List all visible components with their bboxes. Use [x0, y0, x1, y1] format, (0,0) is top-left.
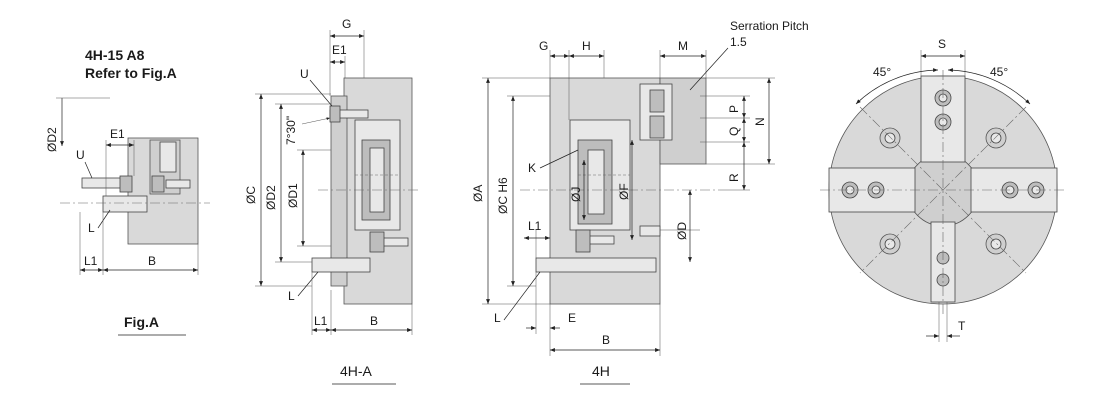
front-t-label: T — [958, 319, 966, 333]
serration-pitch-title: Serration Pitch — [730, 19, 809, 33]
fig-4h-b-label: B — [602, 333, 610, 347]
fig-4h-e-label: E — [568, 311, 576, 325]
fig-a-title-line1: 4H-15 A8 — [85, 47, 145, 63]
fig-a-caption: Fig.A — [124, 314, 159, 330]
fig-a-u-label: U — [76, 148, 85, 162]
fig-a-body — [60, 137, 210, 245]
fig-4h-a-u-label: U — [300, 67, 309, 81]
fig-4h-a-dia-label: ØA — [471, 185, 485, 202]
fig-4h-q-label: Q — [727, 127, 741, 136]
fig-4h-a-l-label: L — [288, 289, 295, 303]
fig-4h-a-l1-label: L1 — [314, 314, 328, 328]
fig-4h-group: G H M Serration Pitch 1.5 ØA ØC H6 K ØJ … — [471, 19, 809, 385]
fig-4h-l-label: L — [494, 311, 501, 325]
fig-a-b-label: B — [148, 254, 156, 268]
fig-4h-r-label: R — [727, 173, 741, 182]
fig-4h-a-d1-label: ØD1 — [286, 183, 300, 208]
fig-4h-caption: 4H — [592, 363, 610, 379]
front-angle-right-label: 45° — [990, 65, 1008, 79]
fig-4h-d-label: ØD — [675, 222, 689, 240]
fig-a-group: 4H-15 A8 Refer to Fig.A ØD2 E1 U L — [45, 47, 210, 336]
fig-4h-n-label: N — [753, 117, 767, 126]
fig-4h-k-label: K — [528, 161, 536, 175]
front-angle-left-label: 45° — [873, 65, 891, 79]
fig-4h-a-d2-label: ØD2 — [264, 185, 278, 210]
fig-4h-l1-label: L1 — [528, 219, 542, 233]
fig-4h-j-label: ØJ — [569, 187, 583, 202]
fig-4h-f-label: ØF — [617, 183, 631, 200]
fig-a-title-line2: Refer to Fig.A — [85, 65, 177, 81]
fig-a-l1-label: L1 — [84, 254, 98, 268]
fig-4h-h-label: H — [582, 39, 591, 53]
serration-pitch-value: 1.5 — [730, 35, 747, 49]
fig-a-e1-label: E1 — [110, 127, 125, 141]
fig-4h-p-label: P — [727, 105, 741, 113]
fig-4h-body — [520, 77, 720, 305]
fig-4h-a-e1-label: E1 — [332, 43, 347, 57]
fig-4h-a-caption: 4H-A — [340, 363, 373, 379]
fig-4h-a-b-label: B — [370, 314, 378, 328]
fig-4h-a-group: G E1 U 7°30" ØC ØD2 ØD1 L — [244, 17, 420, 385]
fig-4h-g-label: G — [539, 39, 548, 53]
fig-4h-a-angle-label: 7°30" — [284, 116, 298, 145]
fig-4h-a-g-label: G — [342, 17, 351, 31]
fig-4h-c-h6-label: ØC H6 — [496, 177, 510, 214]
fig-4h-m-label: M — [678, 39, 688, 53]
fig-a-d2-label: ØD2 — [45, 127, 59, 152]
front-view-group: S 45° 45° T — [820, 37, 1066, 342]
fig-4h-a-c-label: ØC — [244, 186, 258, 204]
front-s-label: S — [938, 37, 946, 51]
fig-4h-a-body — [311, 77, 420, 305]
fig-a-l-label: L — [88, 221, 95, 235]
